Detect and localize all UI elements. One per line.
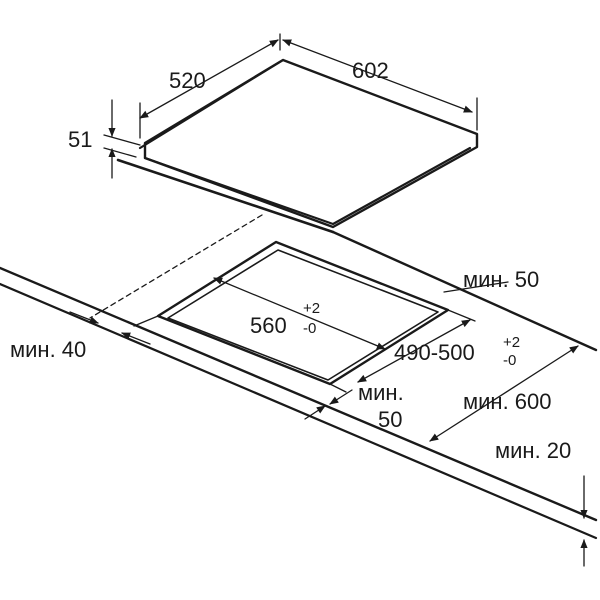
min-side-dimension (69, 311, 159, 345)
hob-glass-edge (143, 146, 472, 226)
hob-lower-edge (116, 158, 335, 234)
hob-depth-dimension (139, 33, 281, 139)
min-back-leader (443, 281, 509, 293)
min-worktop-thickness-label: мин. 20 (495, 438, 571, 463)
worktop-front-bottom-edge (0, 282, 598, 540)
min-worktop-depth-dimension (429, 345, 579, 442)
cutout-width-tol-plus: +2 (303, 300, 320, 317)
worktop-back-edge (331, 230, 598, 352)
cutout-depth-tol-plus: +2 (503, 334, 520, 351)
hob-height-label: 51 (68, 127, 92, 152)
worktop (0, 230, 598, 540)
min-front-dimension (304, 383, 353, 420)
projection-line (89, 214, 263, 319)
cutout-inner (167, 249, 439, 381)
min-worktop-depth-label: мин. 600 (463, 389, 552, 414)
min-front-label-line2: 50 (378, 407, 402, 432)
cutout-width-dimension (213, 277, 386, 350)
worktop-front-top-edge (0, 266, 598, 522)
hob-width-dimension (282, 39, 478, 131)
hob-width-label: 602 (352, 58, 389, 83)
hob-top-edge-left (138, 58, 285, 150)
cutout-width-label: 560 (250, 313, 287, 338)
cutout-depth-label: 490-500 (394, 340, 475, 365)
cutout-depth-dimension (357, 309, 476, 383)
hob-depth-label: 520 (169, 68, 206, 93)
min-back-label: мин. 50 (463, 267, 539, 292)
cutout-width-tol-minus: -0 (303, 320, 316, 337)
min-side-label: мин. 40 (10, 337, 86, 362)
hob-height-dimension (103, 99, 141, 179)
cutout-depth-tol-minus: -0 (503, 352, 516, 369)
min-front-label-line1: мин. (358, 380, 404, 405)
